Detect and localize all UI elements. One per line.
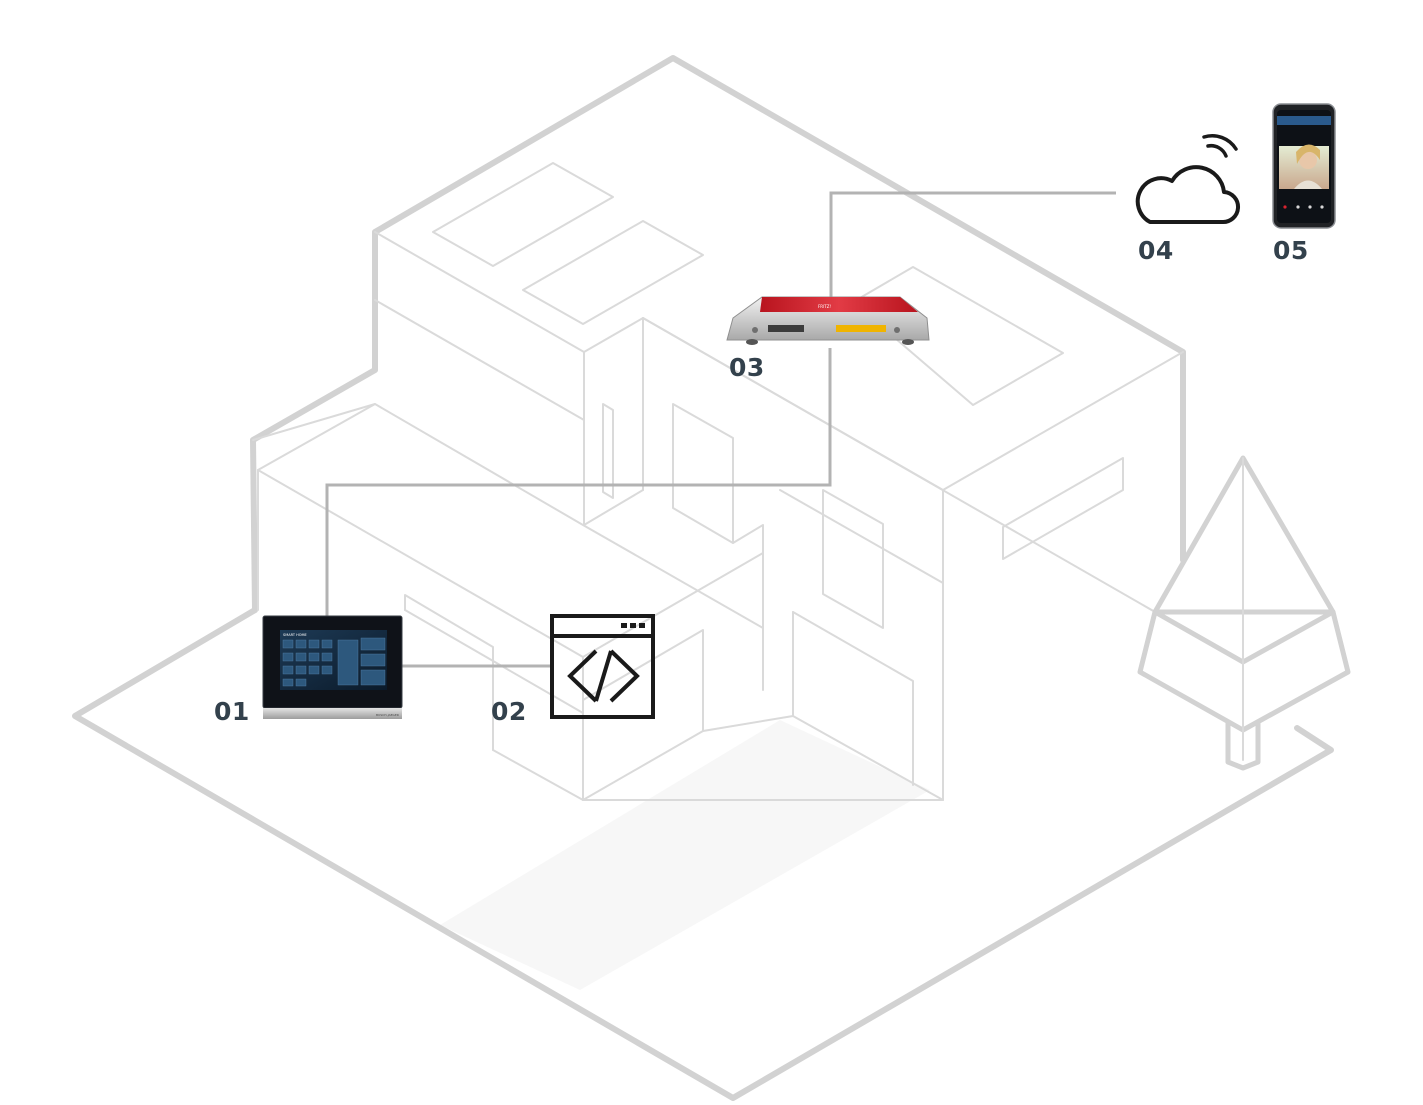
building-silhouette — [250, 55, 1186, 613]
router-brand-text: FRITZ! — [818, 304, 831, 309]
label-05-smartphone: 05 — [1273, 236, 1309, 265]
cloud-icon — [1135, 165, 1241, 225]
panel-tiles — [282, 637, 386, 687]
label-04-cloud: 04 — [1138, 236, 1174, 265]
label-03-router: 03 — [729, 353, 765, 382]
house-illustration — [72, 55, 1351, 1101]
link-router-cloud — [829, 191, 1116, 300]
smartphone-device — [1272, 103, 1336, 229]
connection-lines — [325, 191, 1116, 668]
panel-header-text: SMART HOME — [283, 633, 307, 637]
touch-panel-device: SMART HOME BUSCH-JAEGER — [262, 615, 403, 719]
link-router-panel — [325, 348, 832, 618]
label-01-touch-panel: 01 — [214, 697, 250, 726]
driveway-shade — [440, 720, 930, 990]
window-dots — [621, 623, 645, 628]
code-brackets-icon — [550, 614, 655, 719]
router-device: FRITZ! — [726, 296, 930, 345]
label-02-software: 02 — [491, 697, 527, 726]
panel-brand-text: BUSCH-JAEGER — [376, 713, 399, 717]
ground-plot-outline — [72, 607, 1334, 1101]
wifi-icon — [1202, 134, 1238, 158]
